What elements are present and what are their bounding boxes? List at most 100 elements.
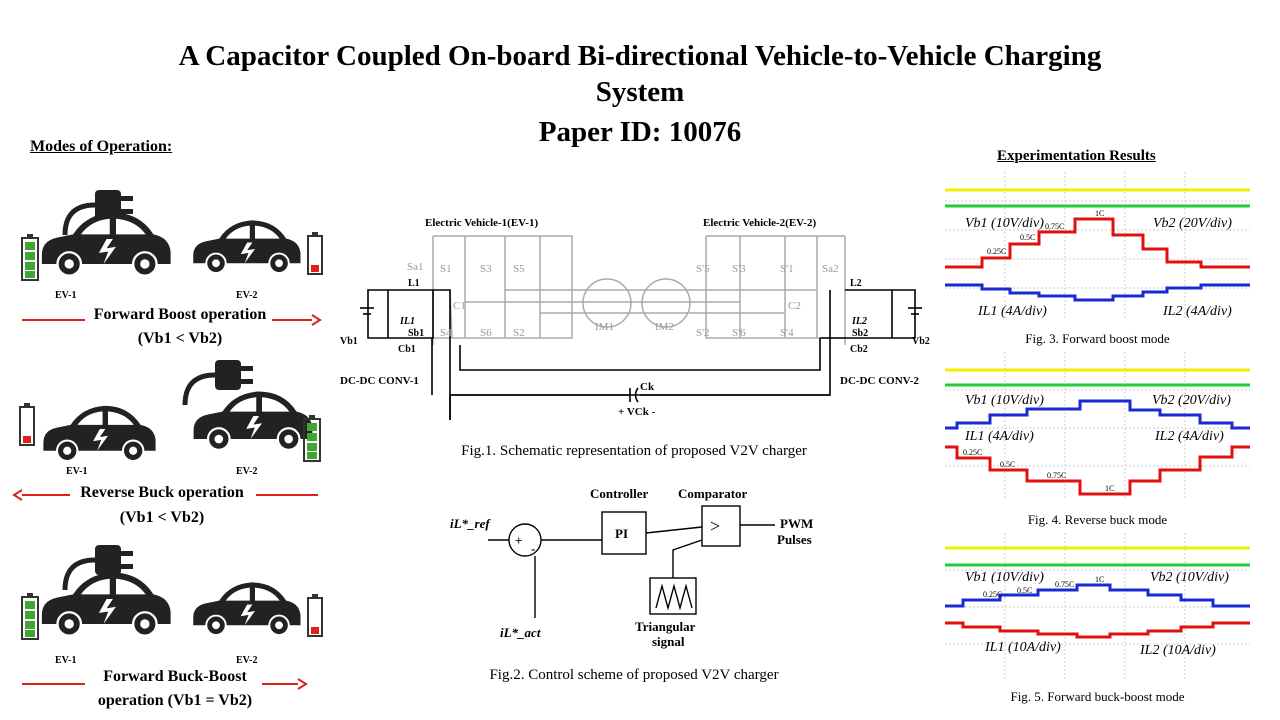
svg-text:S1: S1 [440,263,452,275]
svg-text:C1: C1 [453,300,466,312]
svg-text:signal: signal [652,634,685,649]
mode2-condition: (Vb1 < Vb2) [119,509,205,526]
fig4-scope: Vb1 (10V/div) Vb2 (20V/div) IL1 (4A/div) IL… [945,352,1250,500]
ck-label: Ck [640,381,655,393]
svg-text:S'1: S'1 [780,263,794,275]
vck-label: + VCk - [618,406,656,418]
svg-text:PWM: PWM [780,516,813,531]
svg-text:C2: C2 [788,300,801,312]
ev2-label: EV-2 [236,290,258,301]
svg-text:IL1 (4A/div): IL1 (4A/div) [977,304,1047,319]
ev1-label: EV-1 [55,655,77,666]
svg-text:S3: S3 [480,263,492,275]
car-ev1-icon [42,404,157,462]
svg-text:0.5C: 0.5C [1017,586,1032,595]
svg-text:S5: S5 [513,263,525,275]
svg-text:IL2 (10A/div): IL2 (10A/div) [1139,643,1216,658]
svg-text:L2: L2 [850,278,862,289]
svg-text:S6: S6 [480,327,492,339]
svg-text:Vb1 (10V/div): Vb1 (10V/div) [965,393,1044,408]
svg-text:Vb1 (10V/div): Vb1 (10V/div) [965,570,1044,585]
pi-block: PI [615,526,628,541]
fig1-caption: Fig.1. Schematic representation of propo… [461,443,807,459]
svg-text:Triangular: Triangular [635,619,696,634]
svg-text:Sb1: Sb1 [408,328,424,339]
iref-label: iL*_ref [450,516,491,531]
svg-text:S'2: S'2 [696,327,710,339]
svg-text:IL1: IL1 [399,316,415,327]
svg-text:S'5: S'5 [696,263,710,275]
ev1-label: Electric Vehicle-1(EV-1) [425,217,538,229]
ev2-label: Electric Vehicle-2(EV-2) [703,217,816,229]
mode1-label: Forward Boost operation [93,306,267,323]
svg-text:0.5C: 0.5C [1020,233,1035,242]
svg-text:+: + [515,533,522,548]
modes-heading: Modes of Operation: [30,138,173,155]
comparator-label: Comparator [678,486,748,501]
svg-text:0.25C: 0.25C [963,448,982,457]
fig3-scope: Vb1 (10V/div)Vb2 (20V/div)IL1 (4A/div)IL… [945,172,1250,320]
svg-text:Vb1: Vb1 [340,336,358,347]
svg-text:Vb2 (10V/div): Vb2 (10V/div) [1150,570,1229,585]
controller-label: Controller [590,486,648,501]
svg-text:Sa1: Sa1 [407,261,424,273]
svg-text:Vb1 (10V/div): Vb1 (10V/div) [965,216,1044,231]
svg-text:Cb1: Cb1 [398,344,416,355]
car-ev2-icon [192,390,314,451]
svg-text:IL1 (4A/div): IL1 (4A/div) [964,429,1034,444]
svg-text:1C: 1C [1095,575,1104,584]
fig2-caption: Fig.2. Control scheme of proposed V2V ch… [489,667,779,683]
car-ev2-icon [192,219,302,275]
svg-text:Cb2: Cb2 [850,344,868,355]
ev1-label: EV-1 [66,466,88,477]
mode2-label: Reverse Buck operation [80,484,244,501]
svg-text:0.75C: 0.75C [1047,471,1066,480]
fig5-scope: Vb1 (10V/div) Vb2 (10V/div) IL1 (10A/div) I… [945,533,1250,681]
svg-text:IL1 (10A/div): IL1 (10A/div) [984,640,1061,655]
conv2-label: DC-DC CONV-2 [840,375,919,387]
car-ev2-icon [192,581,302,637]
fig4-caption: Fig. 4. Reverse buck mode [1027,512,1168,527]
svg-text:IM1: IM1 [595,321,614,333]
svg-text:Vb2 (20V/div): Vb2 (20V/div) [1152,393,1231,408]
svg-text:-: - [531,541,535,556]
svg-text:Vb2: Vb2 [912,336,930,347]
svg-text:0.25C: 0.25C [987,247,1006,256]
fig3-caption: Fig. 3. Forward boost mode [1025,331,1170,346]
results-heading: Experimentation Results [997,148,1156,164]
svg-text:S'6: S'6 [732,327,746,339]
mode3-label: Forward Buck-Boost [103,668,247,685]
car-ev1-icon [40,211,172,277]
svg-text:IL2 (4A/div): IL2 (4A/div) [1154,429,1224,444]
svg-text:S4: S4 [440,327,452,339]
mode1-condition: (Vb1 < Vb2) [137,330,223,347]
svg-text:IM2: IM2 [655,321,674,333]
battery-low-icon [307,593,323,637]
svg-text:S'3: S'3 [732,263,746,275]
modes-illustration [12,0,323,690]
comparator-block: > [710,516,720,536]
svg-text:0.75C: 0.75C [1045,222,1064,231]
svg-text:Sa2: Sa2 [822,263,839,275]
svg-text:L1: L1 [408,278,420,289]
paper-id: Paper ID: 10076 [538,116,742,148]
mode1-graphics [21,190,323,326]
svg-text:IL2: IL2 [851,316,867,327]
battery-low-icon [307,231,323,275]
car-ev1-icon [40,571,172,637]
svg-text:Pulses: Pulses [777,532,812,547]
title-line1: A Capacitor Coupled On-board Bi-directio… [178,40,1102,72]
mode2-graphics [12,360,321,501]
control-scheme: iL*_ref iL*_act +- Controller Comparator… [450,486,813,649]
title-line2: System [595,76,685,108]
svg-text:0.5C: 0.5C [1000,460,1015,469]
svg-text:S2: S2 [513,327,525,339]
fig5-caption: Fig. 5. Forward buck-boost mode [1010,689,1185,704]
svg-text:1C: 1C [1095,209,1104,218]
ev1-label: EV-1 [55,290,77,301]
ev2-label: EV-2 [236,655,258,666]
v2v-schematic: Electric Vehicle-1(EV-1) Electric Vehicl… [340,217,930,420]
conv1-label: DC-DC CONV-1 [340,375,419,387]
ev2-label: EV-2 [236,466,258,477]
svg-text:1C: 1C [1105,484,1114,493]
